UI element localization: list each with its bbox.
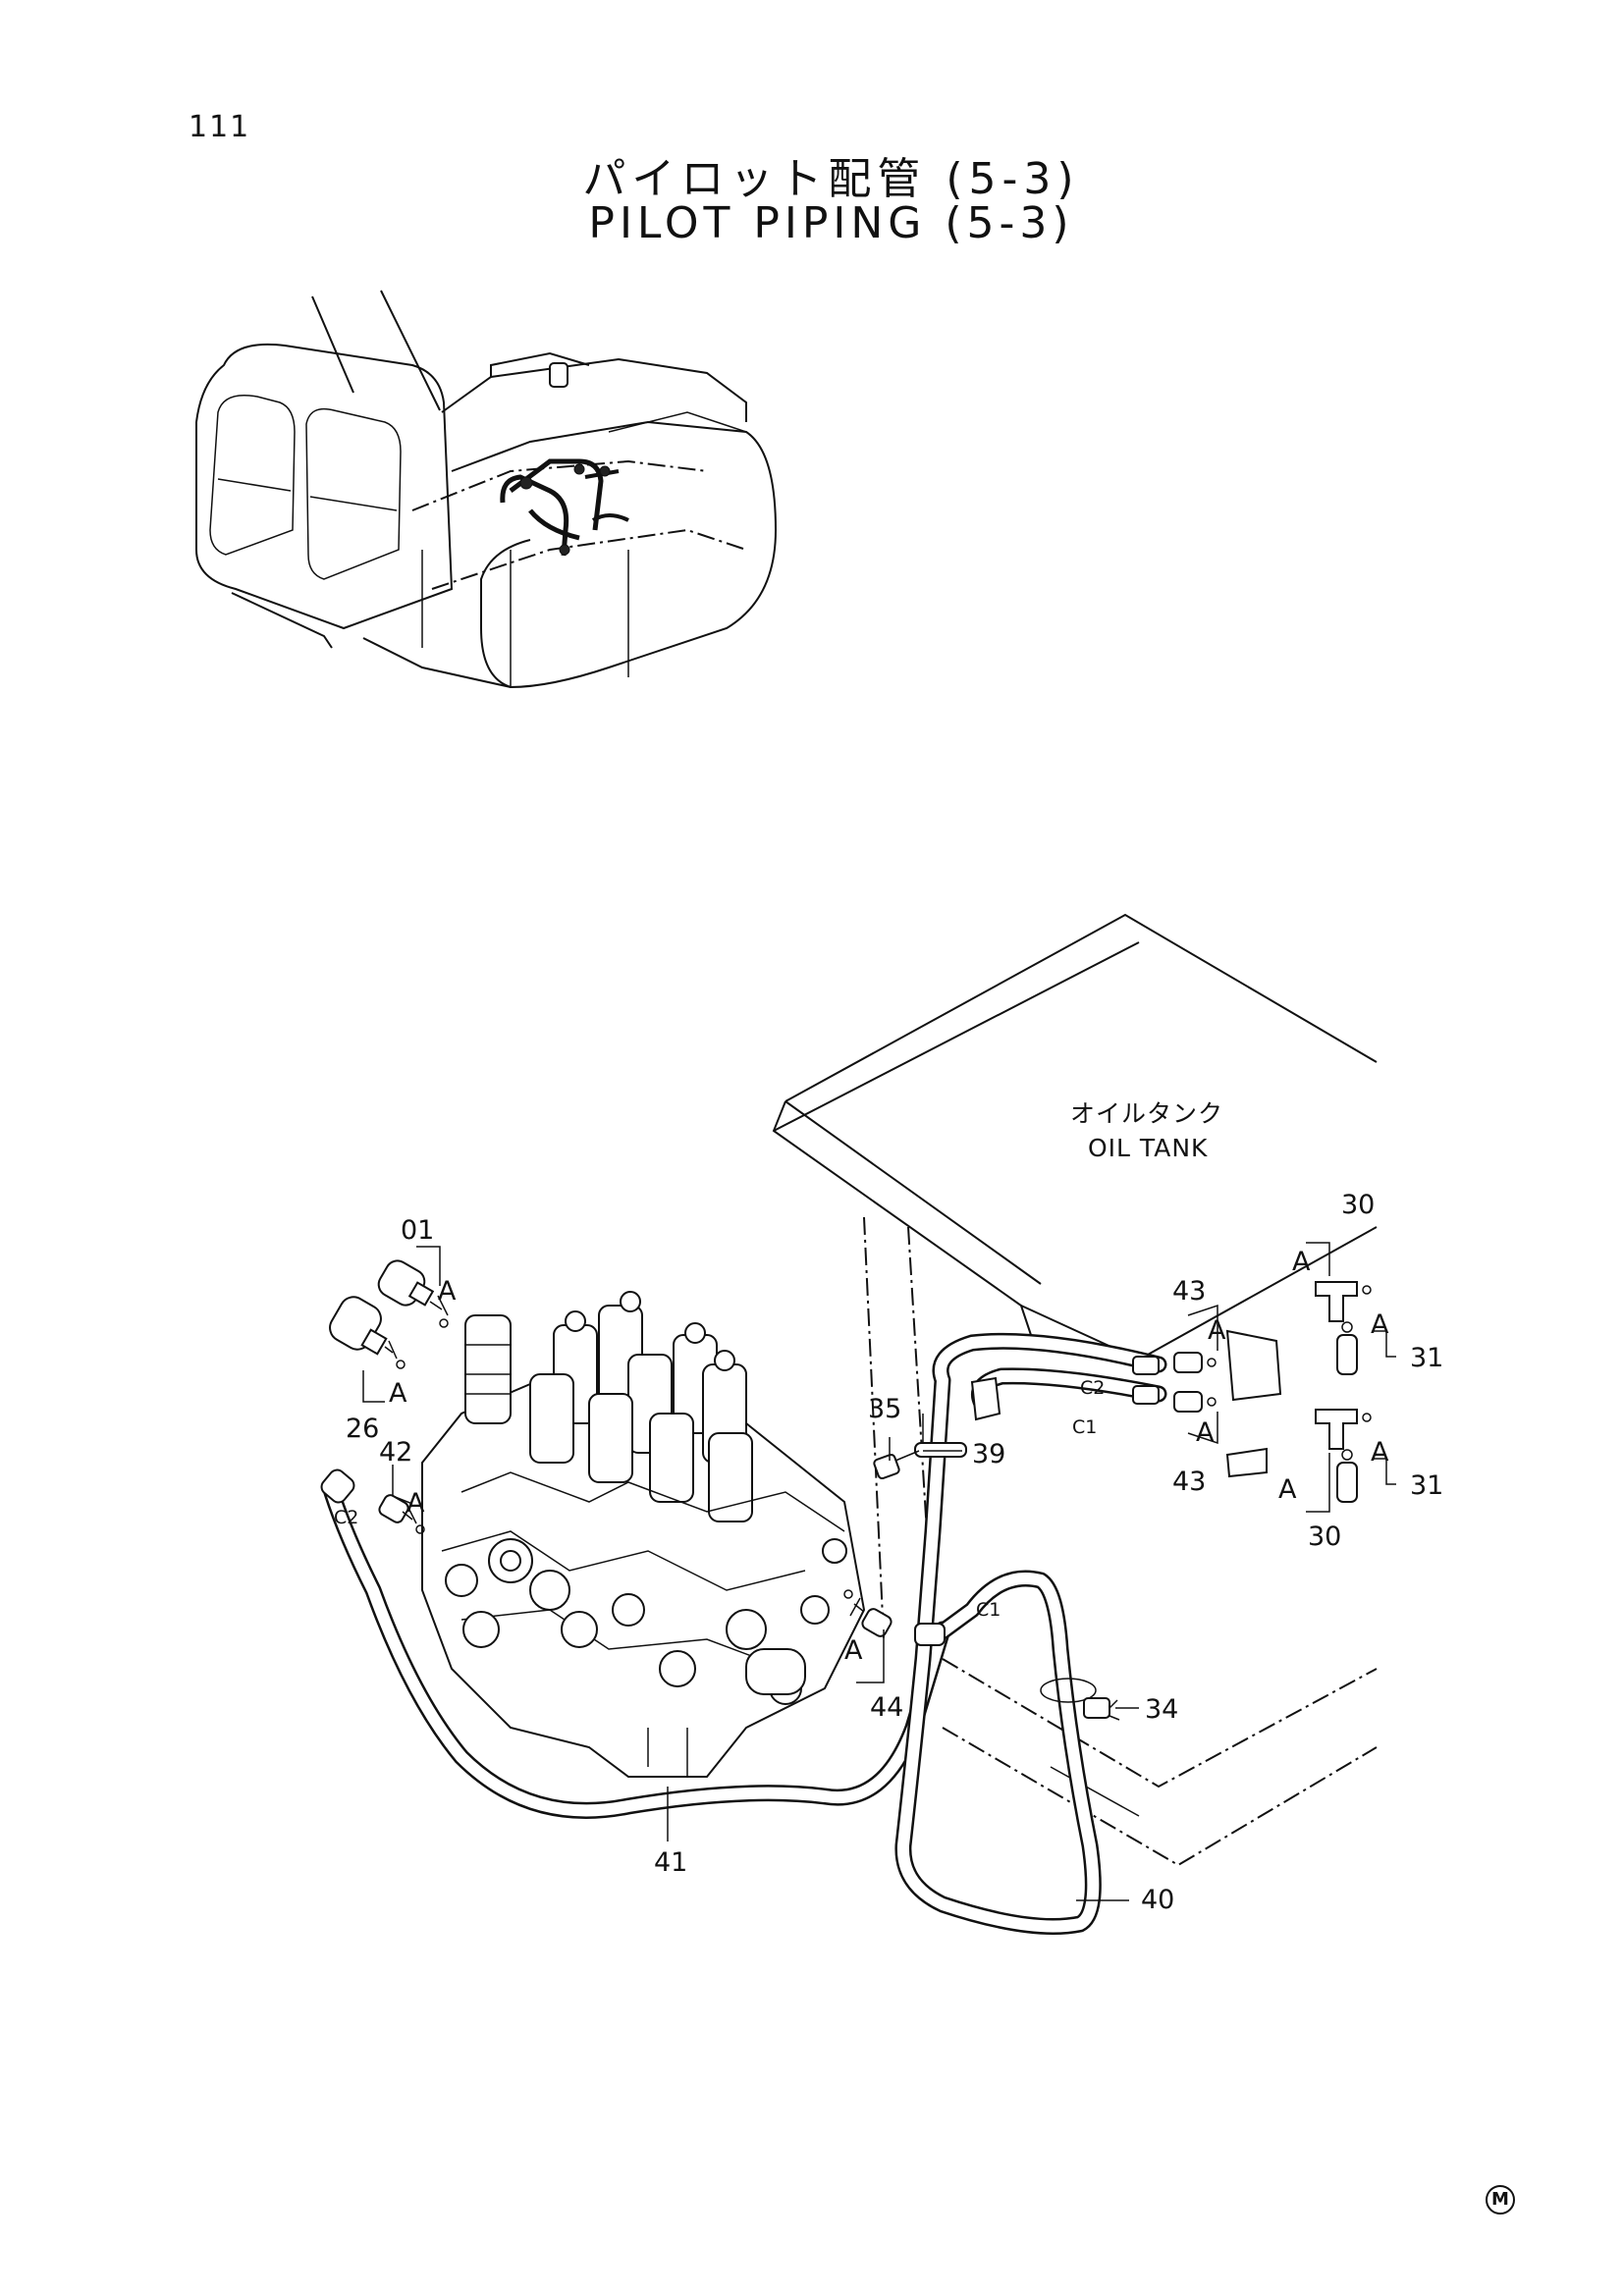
callout-43-top: 43 xyxy=(1172,1276,1206,1307)
valve-block xyxy=(1225,1329,1282,1478)
detail-marks: A A A A A A A A A A xyxy=(389,1247,1389,1666)
callout-31-top: 31 xyxy=(1410,1343,1443,1373)
callout-34: 34 xyxy=(1145,1694,1178,1725)
detail-a-30-bottom: A xyxy=(1278,1474,1297,1505)
hose-40 xyxy=(894,1332,1167,1935)
callout-39: 39 xyxy=(972,1439,1005,1469)
detail-a-30-top: A xyxy=(1292,1247,1311,1277)
callout-43-bottom: 43 xyxy=(1172,1467,1206,1497)
excavator-overview xyxy=(195,290,778,689)
detail-a-26: A xyxy=(389,1378,407,1409)
detail-a-01: A xyxy=(438,1276,457,1307)
detail-a-44: A xyxy=(844,1635,863,1666)
detail-a-43-top: A xyxy=(1208,1315,1226,1346)
port-c2-tank: C2 xyxy=(1080,1377,1105,1399)
oil-tank-label-jp: オイルタンク xyxy=(1070,1099,1223,1128)
fitting-42 xyxy=(378,1494,425,1534)
callout-40: 40 xyxy=(1141,1885,1174,1915)
port-c2-left: C2 xyxy=(334,1507,358,1528)
fitting-26 xyxy=(329,1296,406,1369)
hose-41 xyxy=(320,1468,951,1819)
clamp-39 xyxy=(914,1414,967,1458)
clamp-34 xyxy=(1040,1678,1120,1721)
fittings-43 xyxy=(1173,1352,1217,1413)
fittings-31 xyxy=(1336,1321,1358,1503)
fitting-01 xyxy=(377,1259,449,1328)
port-c1-tank: C1 xyxy=(1072,1416,1097,1438)
callout-35: 35 xyxy=(868,1394,901,1424)
detail-a-43-bottom: A xyxy=(1196,1417,1215,1448)
leader-lines xyxy=(362,1242,1396,1901)
port-c1-bottom: C1 xyxy=(976,1599,1001,1621)
part-callouts: 01 26 42 35 39 43 43 30 30 31 31 44 34 4… xyxy=(346,1190,1443,1915)
catalog-mark: M xyxy=(1486,2185,1515,2215)
callout-31-bottom: 31 xyxy=(1410,1470,1443,1501)
fittings-30 xyxy=(1315,1281,1372,1450)
page-title-english: PILOT PIPING (5-3) xyxy=(588,198,1074,248)
page-number: 111 xyxy=(189,110,251,144)
bracket-top xyxy=(970,1376,1001,1421)
callout-26: 26 xyxy=(346,1414,379,1444)
callout-30-bottom: 30 xyxy=(1308,1522,1341,1552)
fitting-44 xyxy=(843,1589,893,1637)
oil-tank-label-en: OIL TANK xyxy=(1088,1134,1208,1162)
port-labels: C2 C2 C1 C1 xyxy=(334,1377,1105,1621)
page-title-japanese: パイロット配管 (5-3) xyxy=(582,154,1080,204)
detail-a-31-bottom: A xyxy=(1371,1437,1389,1468)
callout-41: 41 xyxy=(654,1847,687,1878)
callout-01: 01 xyxy=(401,1215,434,1246)
callout-44: 44 xyxy=(870,1692,903,1723)
callout-42: 42 xyxy=(379,1437,412,1468)
detail-a-42: A xyxy=(406,1488,425,1519)
detail-a-31-top: A xyxy=(1371,1309,1389,1340)
callout-30-top: 30 xyxy=(1341,1190,1375,1220)
bolt-35 xyxy=(873,1450,920,1480)
control-valve xyxy=(421,1291,866,1778)
